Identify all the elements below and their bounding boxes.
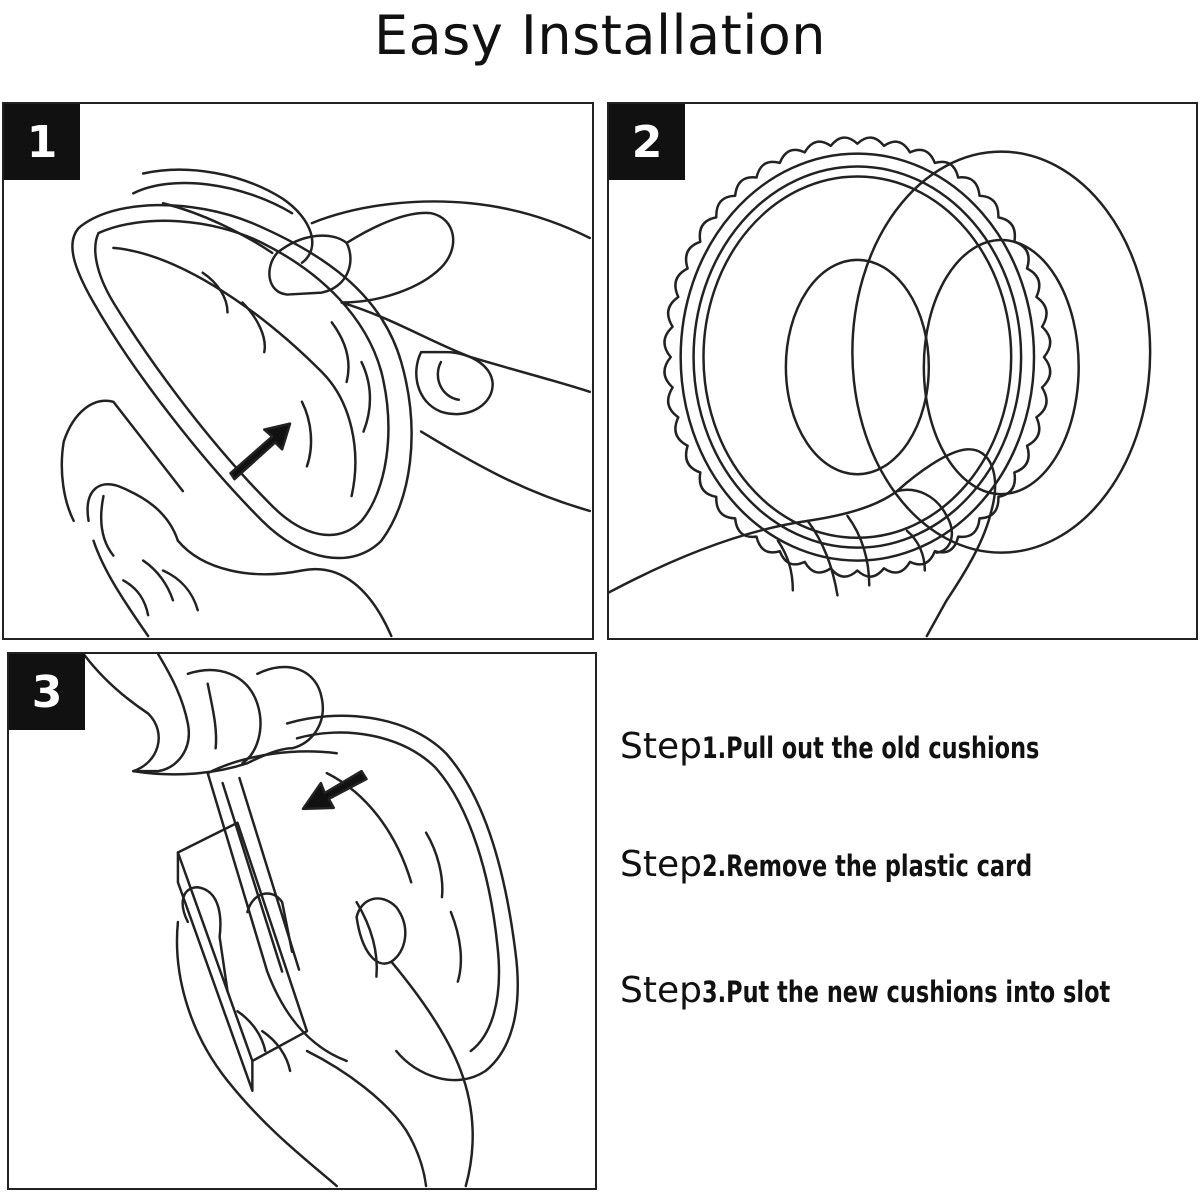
step-number-badge: 3 (9, 654, 85, 730)
step-text: 2.Remove the plastic card (701, 849, 1033, 883)
step-word: Step (620, 970, 702, 1011)
page-title: Easy Installation (373, 4, 827, 67)
hands-pulling-cushion-drawing (60, 168, 592, 638)
step-3-illustration: 3 (7, 652, 597, 1190)
cushion-and-plastic-card-drawing (609, 136, 1152, 638)
step-number-badge: 1 (4, 104, 80, 180)
step-word: Step (620, 726, 702, 767)
step-text: 1.Pull out the old cushions (701, 731, 1040, 765)
step-3-instruction: Step3.Put the new cushions into slot (620, 970, 1177, 1011)
hands-inserting-cushion-drawing (82, 654, 519, 1188)
step-number-badge: 2 (609, 104, 685, 180)
step-1-instruction: Step1.Pull out the old cushions (620, 726, 1094, 767)
step-text: 3.Put the new cushions into slot (701, 975, 1111, 1009)
step-2-illustration: 2 (607, 102, 1198, 640)
cushion-scallop-path (663, 136, 1052, 578)
cushion-scalloped-edge (663, 136, 1052, 578)
step-2-instruction: Step2.Remove the plastic card (620, 844, 1086, 885)
step-1-illustration: 1 (2, 102, 594, 640)
step-word: Step (620, 844, 702, 885)
